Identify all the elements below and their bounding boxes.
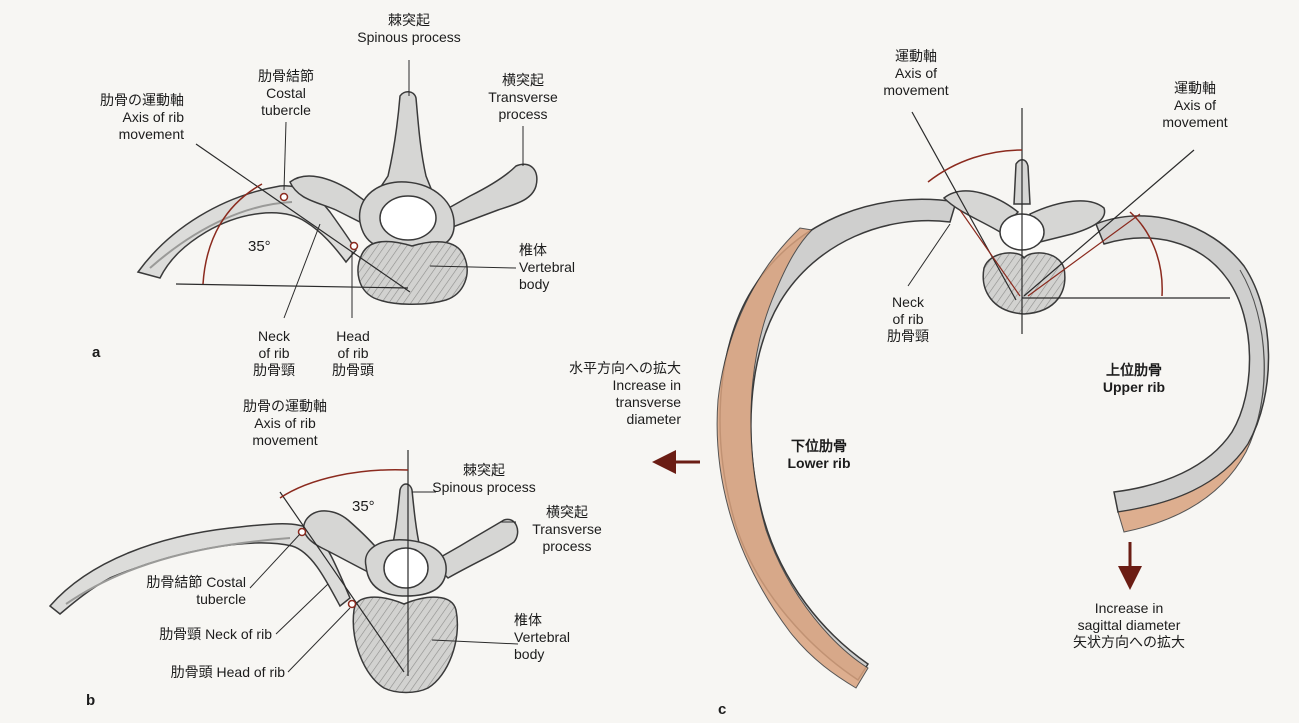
c-neck-label: Neck of rib 肋骨頸 — [887, 294, 929, 345]
a-transverse-en1: Transverse — [488, 89, 558, 105]
c-neck-jp: 肋骨頸 — [887, 328, 929, 344]
b-tubercle-l1: 肋骨結節 Costal — [146, 574, 246, 590]
c-axis-right-en1: Axis of — [1173, 97, 1217, 113]
c-axis-left-jp: 運動軸 — [894, 48, 937, 64]
vertebral-body-b — [352, 596, 459, 694]
b-head-label: 肋骨頭 Head of rib — [170, 664, 285, 680]
b-transverse-en1: Transverse — [532, 521, 602, 537]
c-axis-left-en2: movement — [883, 82, 949, 98]
c-neck-en2: of rib — [892, 311, 924, 327]
a-head-label: Head of rib 肋骨頭 — [332, 328, 374, 379]
transverse-right-b — [430, 518, 519, 579]
c-upper-rib-jp: 上位肋骨 — [1105, 362, 1162, 378]
b-spinous-label: 棘突起 Spinous process — [432, 462, 536, 496]
c-transverse-increase-en1: Increase in — [612, 377, 681, 393]
panel-c-letter: c — [718, 701, 727, 718]
a-tubercle-en2: tubercle — [261, 102, 311, 118]
b-axis-label: 肋骨の運動軸 Axis of rib movement — [243, 398, 327, 449]
c-transverse-increase-en2: transverse — [615, 394, 681, 410]
c-upper-rib-en: Upper rib — [1102, 379, 1166, 395]
a-neck-label: Neck of rib 肋骨頸 — [253, 328, 295, 379]
b-body-en1: Vertebral — [514, 629, 571, 645]
c-transverse-increase-label: 水平方向への拡大 Increase in transverse diameter — [569, 360, 681, 428]
c-lower-rib-label: 下位肋骨 Lower rib — [787, 438, 850, 472]
c-sagittal-increase-jp: 矢状方向への拡大 — [1073, 634, 1185, 650]
a-axis-label: 肋骨の運動軸 Axis of rib movement — [100, 92, 184, 143]
a-body-jp: 椎体 — [519, 242, 547, 258]
panel-a-letter: a — [92, 344, 101, 361]
a-axis-jp: 肋骨の運動軸 — [100, 92, 184, 108]
c-transverse-increase-jp: 水平方向への拡大 — [569, 360, 681, 376]
a-body-label: 椎体 Vertebral body — [519, 242, 575, 293]
a-transverse-jp: 横突起 — [501, 72, 544, 88]
spinous-a — [366, 91, 440, 207]
a-neck-en2: of rib — [258, 345, 290, 361]
b-spinous-en: Spinous process — [432, 479, 536, 495]
c-lower-rib-en: Lower rib — [787, 455, 851, 471]
c-neck-en1: Neck — [892, 294, 924, 310]
b-transverse-jp: 横突起 — [545, 504, 588, 520]
a-spinous-label: 棘突起 Spinous process — [357, 12, 461, 46]
b-transverse-en2: process — [542, 538, 592, 554]
a-transverse-en2: process — [498, 106, 548, 122]
c-axis-right-label: 運動軸 Axis of movement — [1162, 80, 1227, 131]
a-tubercle-label: 肋骨結節 Costal tubercle — [258, 68, 314, 119]
b-angle-label: 35° — [352, 498, 375, 515]
a-tubercle-en1: Costal — [266, 85, 306, 101]
a-angle-label: 35° — [248, 238, 271, 255]
a-spinous-jp: 棘突起 — [387, 12, 430, 28]
rib-a — [136, 185, 357, 279]
c-sagittal-increase-label: Increase in sagittal diameter 矢状方向への拡大 — [1073, 600, 1185, 651]
panel-b-drawing — [48, 450, 519, 694]
spinous-b — [391, 483, 421, 549]
a-body-en2: body — [519, 276, 550, 292]
vertebral-body-c — [982, 252, 1066, 315]
a-axis-en1: Axis of rib — [122, 109, 184, 125]
b-axis-en2: movement — [252, 432, 318, 448]
b-tubercle-label: 肋骨結節 Costal tubercle — [146, 574, 246, 608]
vertebral-body-a — [357, 240, 468, 306]
a-spinous-en: Spinous process — [357, 29, 461, 45]
b-body-en2: body — [514, 646, 545, 662]
b-transverse-label: 横突起 Transverse process — [532, 504, 602, 555]
b-body-jp: 椎体 — [514, 612, 542, 628]
a-transverse-label: 横突起 Transverse process — [488, 72, 558, 123]
a-axis-en2: movement — [118, 126, 184, 142]
a-tubercle-jp: 肋骨結節 — [258, 68, 314, 84]
c-sagittal-increase-en1: Increase in — [1094, 600, 1164, 616]
a-body-en1: Vertebral — [519, 259, 576, 275]
b-body-label: 椎体 Vertebral body — [514, 612, 570, 663]
a-head-en1: Head — [336, 328, 370, 344]
c-lower-rib-jp: 下位肋骨 — [790, 438, 847, 454]
b-tubercle-l2: tubercle — [196, 591, 246, 607]
c-transverse-increase-en3: diameter — [626, 411, 681, 427]
b-axis-jp: 肋骨の運動軸 — [243, 398, 327, 414]
c-axis-left-en1: Axis of — [894, 65, 938, 81]
a-neck-en1: Neck — [258, 328, 290, 344]
c-sagittal-increase-en2: sagittal diameter — [1077, 617, 1181, 633]
c-upper-rib-label: 上位肋骨 Upper rib — [1103, 362, 1165, 396]
panel-c-drawing — [652, 108, 1270, 689]
a-head-en2: of rib — [337, 345, 369, 361]
transverse-right-a — [436, 163, 538, 229]
c-axis-right-jp: 運動軸 — [1173, 80, 1216, 96]
panel-a-drawing — [136, 60, 538, 319]
c-axis-left-label: 運動軸 Axis of movement — [883, 48, 948, 99]
a-neck-jp: 肋骨頸 — [253, 362, 295, 378]
b-axis-en1: Axis of rib — [254, 415, 316, 431]
a-head-jp: 肋骨頭 — [332, 362, 374, 378]
panel-b-letter: b — [86, 692, 96, 709]
c-axis-right-en2: movement — [1162, 114, 1228, 130]
b-neck-label: 肋骨頸 Neck of rib — [159, 626, 272, 642]
b-spinous-jp: 棘突起 — [462, 462, 505, 478]
